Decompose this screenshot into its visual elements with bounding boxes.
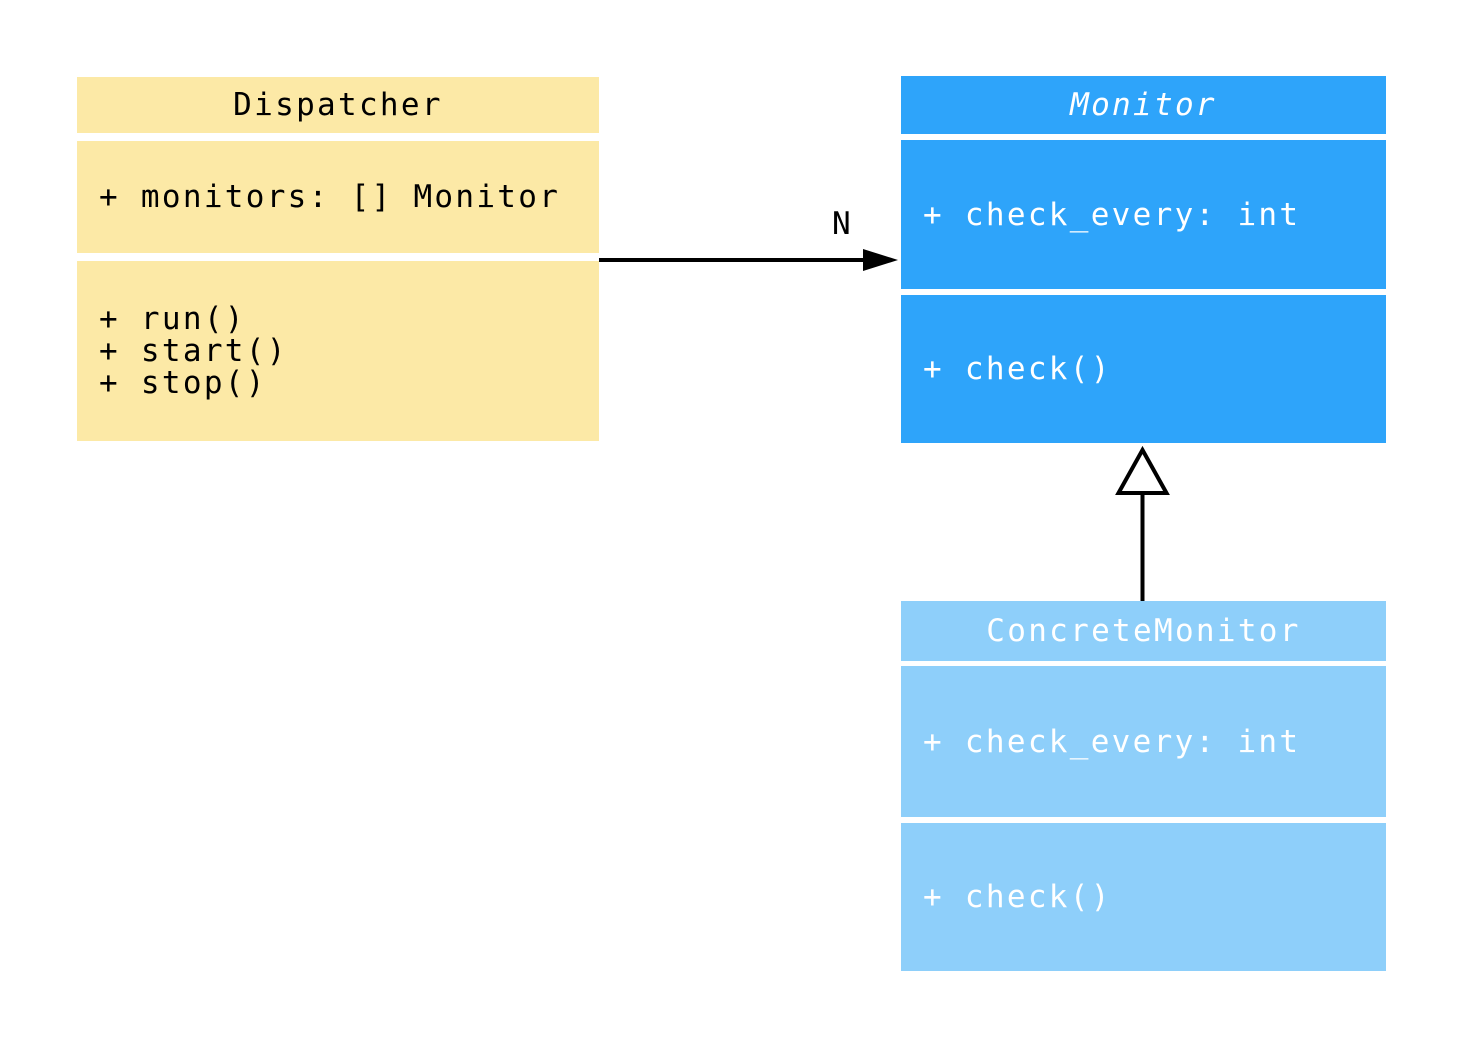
- attribute-monitors: + monitors: [] Monitor: [99, 179, 561, 215]
- association-multiplicity-label: N: [832, 206, 851, 242]
- class-dispatcher-methods: + run() + start() + stop(): [77, 261, 599, 441]
- method-run: + run(): [99, 301, 246, 337]
- method-stop: + stop(): [99, 365, 267, 401]
- class-concrete-monitor-name: ConcreteMonitor: [901, 601, 1386, 661]
- class-dispatcher-attributes: + monitors: [] Monitor: [77, 141, 599, 253]
- method-check: + check(): [923, 351, 1112, 387]
- class-concrete-monitor-methods: + check(): [901, 823, 1386, 971]
- filled-arrowhead-icon: [863, 249, 898, 271]
- class-concrete-monitor: ConcreteMonitor + check_every: int + che…: [901, 601, 1386, 971]
- class-monitor: Monitor + check_every: int + check(): [901, 76, 1386, 443]
- class-concrete-monitor-attributes: + check_every: int: [901, 666, 1386, 817]
- hollow-triangle-icon: [1115, 445, 1170, 495]
- class-monitor-methods: + check(): [901, 295, 1386, 443]
- attribute-check-every: + check_every: int: [923, 196, 1301, 233]
- association-arrow: [599, 249, 898, 271]
- class-dispatcher: Dispatcher + monitors: [] Monitor + run(…: [77, 77, 599, 441]
- inheritance-arrow: [1115, 445, 1170, 601]
- class-monitor-name: Monitor: [901, 76, 1386, 134]
- attribute-check-every: + check_every: int: [923, 723, 1301, 760]
- method-check: + check(): [923, 879, 1112, 915]
- method-start: + start(): [99, 333, 288, 369]
- class-dispatcher-name: Dispatcher: [77, 77, 599, 133]
- class-monitor-attributes: + check_every: int: [901, 140, 1386, 289]
